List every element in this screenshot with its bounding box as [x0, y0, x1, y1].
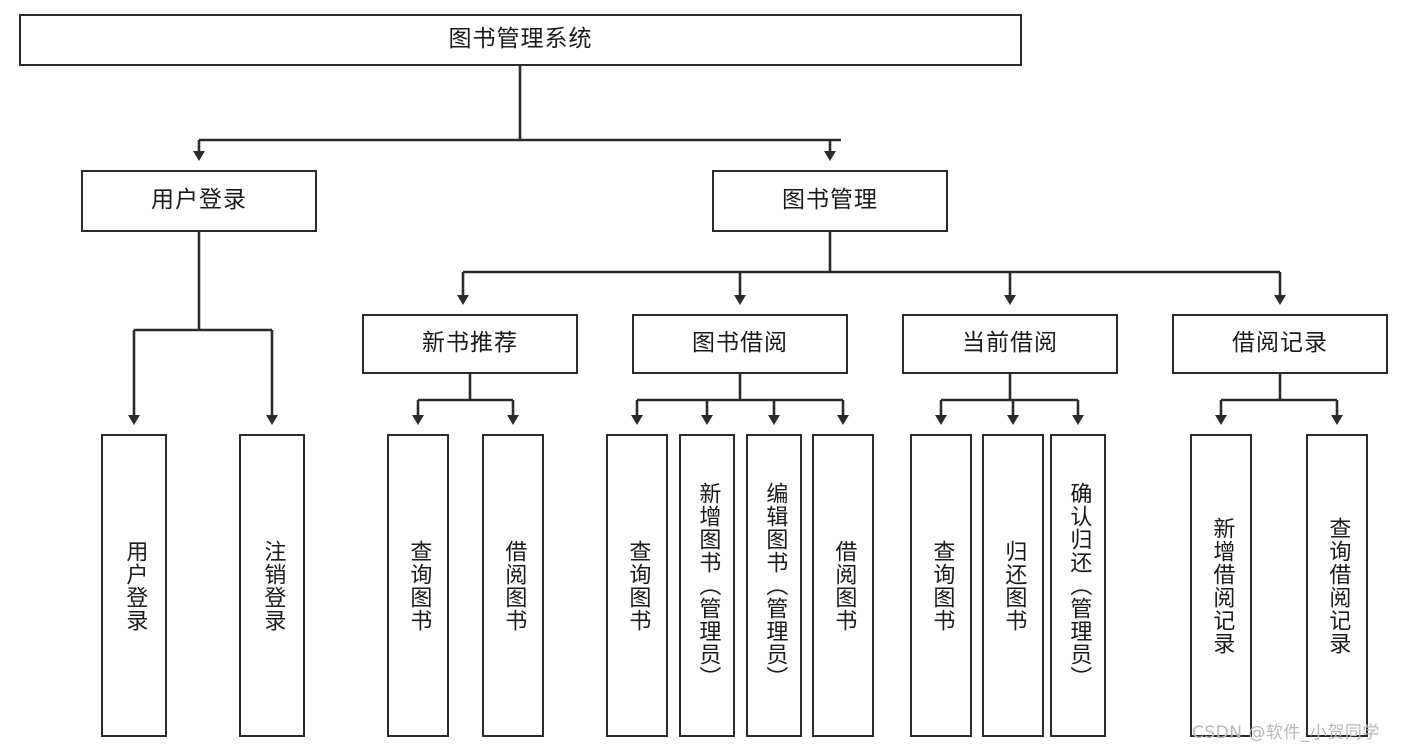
node-leaf-query-borrow-record[interactable]: 查询借阅记录: [1306, 434, 1368, 737]
leaf-label: 用户登录: [122, 539, 148, 632]
edge-group-current-borrow: [935, 374, 1084, 425]
leaf-label: 借阅图书: [501, 539, 527, 632]
leaf-label: 借阅图书: [831, 539, 857, 632]
leaf-label: 新增借阅记录: [1209, 516, 1235, 655]
node-leaf-user-login[interactable]: 用户登录: [101, 434, 167, 737]
edge-group-book-borrow: [631, 374, 849, 425]
node-user-login[interactable]: 用户登录: [81, 170, 317, 232]
leaf-label: 查询图书: [929, 539, 955, 632]
leaf-label: 查询借阅记录: [1325, 516, 1351, 655]
node-leaf-query-book-borrow[interactable]: 查询图书: [606, 434, 668, 737]
edge-group-user-login: [128, 232, 278, 425]
node-new-book-recommend[interactable]: 新书推荐: [362, 314, 578, 374]
node-borrow-record[interactable]: 借阅记录: [1172, 314, 1388, 374]
node-leaf-return-book[interactable]: 归还图书: [982, 434, 1044, 737]
leaf-label: 确认归还（管理员）: [1066, 482, 1092, 689]
csdn-watermark: CSDN @软件_小贺同学: [1192, 723, 1380, 743]
node-leaf-query-book-rec[interactable]: 查询图书: [387, 434, 449, 737]
node-leaf-logout[interactable]: 注销登录: [239, 434, 305, 737]
node-root[interactable]: 图书管理系统: [19, 14, 1022, 66]
node-current-borrow[interactable]: 当前借阅: [902, 314, 1118, 374]
leaf-label: 查询图书: [406, 539, 432, 632]
node-leaf-borrow-book-rec[interactable]: 借阅图书: [482, 434, 544, 737]
node-leaf-edit-book[interactable]: 编辑图书（管理员）: [746, 434, 802, 737]
node-leaf-add-borrow-record[interactable]: 新增借阅记录: [1190, 434, 1252, 737]
edge-group-new-book-rec: [412, 374, 519, 425]
edge-group-book-manage: [457, 232, 1286, 305]
edge-group-root: [193, 66, 841, 161]
node-book-borrow[interactable]: 图书借阅: [632, 314, 848, 374]
node-book-manage[interactable]: 图书管理: [712, 170, 948, 232]
leaf-label: 编辑图书（管理员）: [762, 482, 788, 689]
leaf-label: 新增图书（管理员）: [695, 482, 721, 689]
node-leaf-confirm-return[interactable]: 确认归还（管理员）: [1050, 434, 1106, 737]
node-leaf-borrow-book[interactable]: 借阅图书: [812, 434, 874, 737]
leaf-label: 查询图书: [625, 539, 651, 632]
edge-group-borrow-record: [1215, 374, 1343, 425]
leaf-label: 归还图书: [1001, 539, 1027, 632]
leaf-label: 注销登录: [260, 539, 286, 632]
node-leaf-query-book-current[interactable]: 查询图书: [910, 434, 972, 737]
node-leaf-add-book[interactable]: 新增图书（管理员）: [679, 434, 735, 737]
